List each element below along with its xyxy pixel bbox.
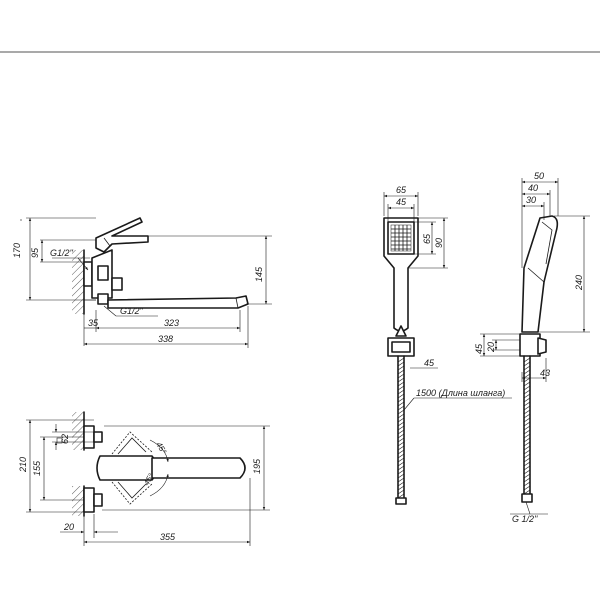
dim-323: 323 xyxy=(164,318,179,328)
dim-210: 210 xyxy=(18,457,28,473)
dim-355: 355 xyxy=(160,532,176,542)
lever-sweep-bottom xyxy=(111,481,153,505)
dim-170: 170 xyxy=(12,243,22,258)
thread-label-side: G 1/2'' xyxy=(512,514,538,524)
dim-35: 35 xyxy=(88,318,99,328)
wall-holder-side xyxy=(519,333,541,357)
dim-95: 95 xyxy=(30,247,40,258)
wall-hatch-top-upper xyxy=(72,412,84,450)
dim-30: 30 xyxy=(526,195,536,205)
dim-45-top: 45 xyxy=(396,197,407,207)
dim-145: 145 xyxy=(254,266,264,282)
dim-45: 45 xyxy=(474,343,484,354)
lever-sweep-top xyxy=(111,431,153,455)
dim-338: 338 xyxy=(158,334,173,344)
dim-20-side: 20 xyxy=(486,342,496,353)
mixer-side-view: 170 95 G1/2'' 145 G1/2'' 323 35 338 xyxy=(12,217,272,348)
dim-240: 240 xyxy=(574,275,584,291)
spout-top xyxy=(151,457,246,479)
dim-195: 195 xyxy=(252,458,262,474)
hose-front xyxy=(395,355,407,505)
spray-nozzle-grid xyxy=(390,224,412,252)
angle-top: 45° xyxy=(154,441,168,457)
dim-65-top: 65 xyxy=(396,185,407,195)
hose-length-label: 1500 (Длина шланга) xyxy=(416,388,505,398)
dim-20: 20 xyxy=(63,522,74,532)
dim-155: 155 xyxy=(32,460,42,476)
shower-head-side xyxy=(521,215,559,333)
shower-front-view: 65 45 65 90 45 1500 (Длина шланга) xyxy=(383,185,512,505)
dim-40: 40 xyxy=(528,183,538,193)
thread-top-label: G1/2'' xyxy=(50,248,73,258)
dim-43: 43 xyxy=(540,368,550,378)
dim-62: 62 xyxy=(60,434,70,444)
shower-side-view: 50 40 30 240 45 20 43 G 1/2'' xyxy=(474,171,590,524)
thread-bottom-label: G1/2'' xyxy=(120,306,143,316)
dim-45-side: 45 xyxy=(424,358,435,368)
dim-90: 90 xyxy=(434,238,444,248)
dim-50: 50 xyxy=(534,171,544,181)
wall-hatch-side xyxy=(72,250,84,314)
mixer-top-view: 45° 45° 62 210 155 195 20 355 xyxy=(18,411,270,546)
dim-65-side: 65 xyxy=(422,233,432,244)
wall-hatch-top-lower xyxy=(72,486,84,516)
mixer-lever-side xyxy=(95,217,149,253)
